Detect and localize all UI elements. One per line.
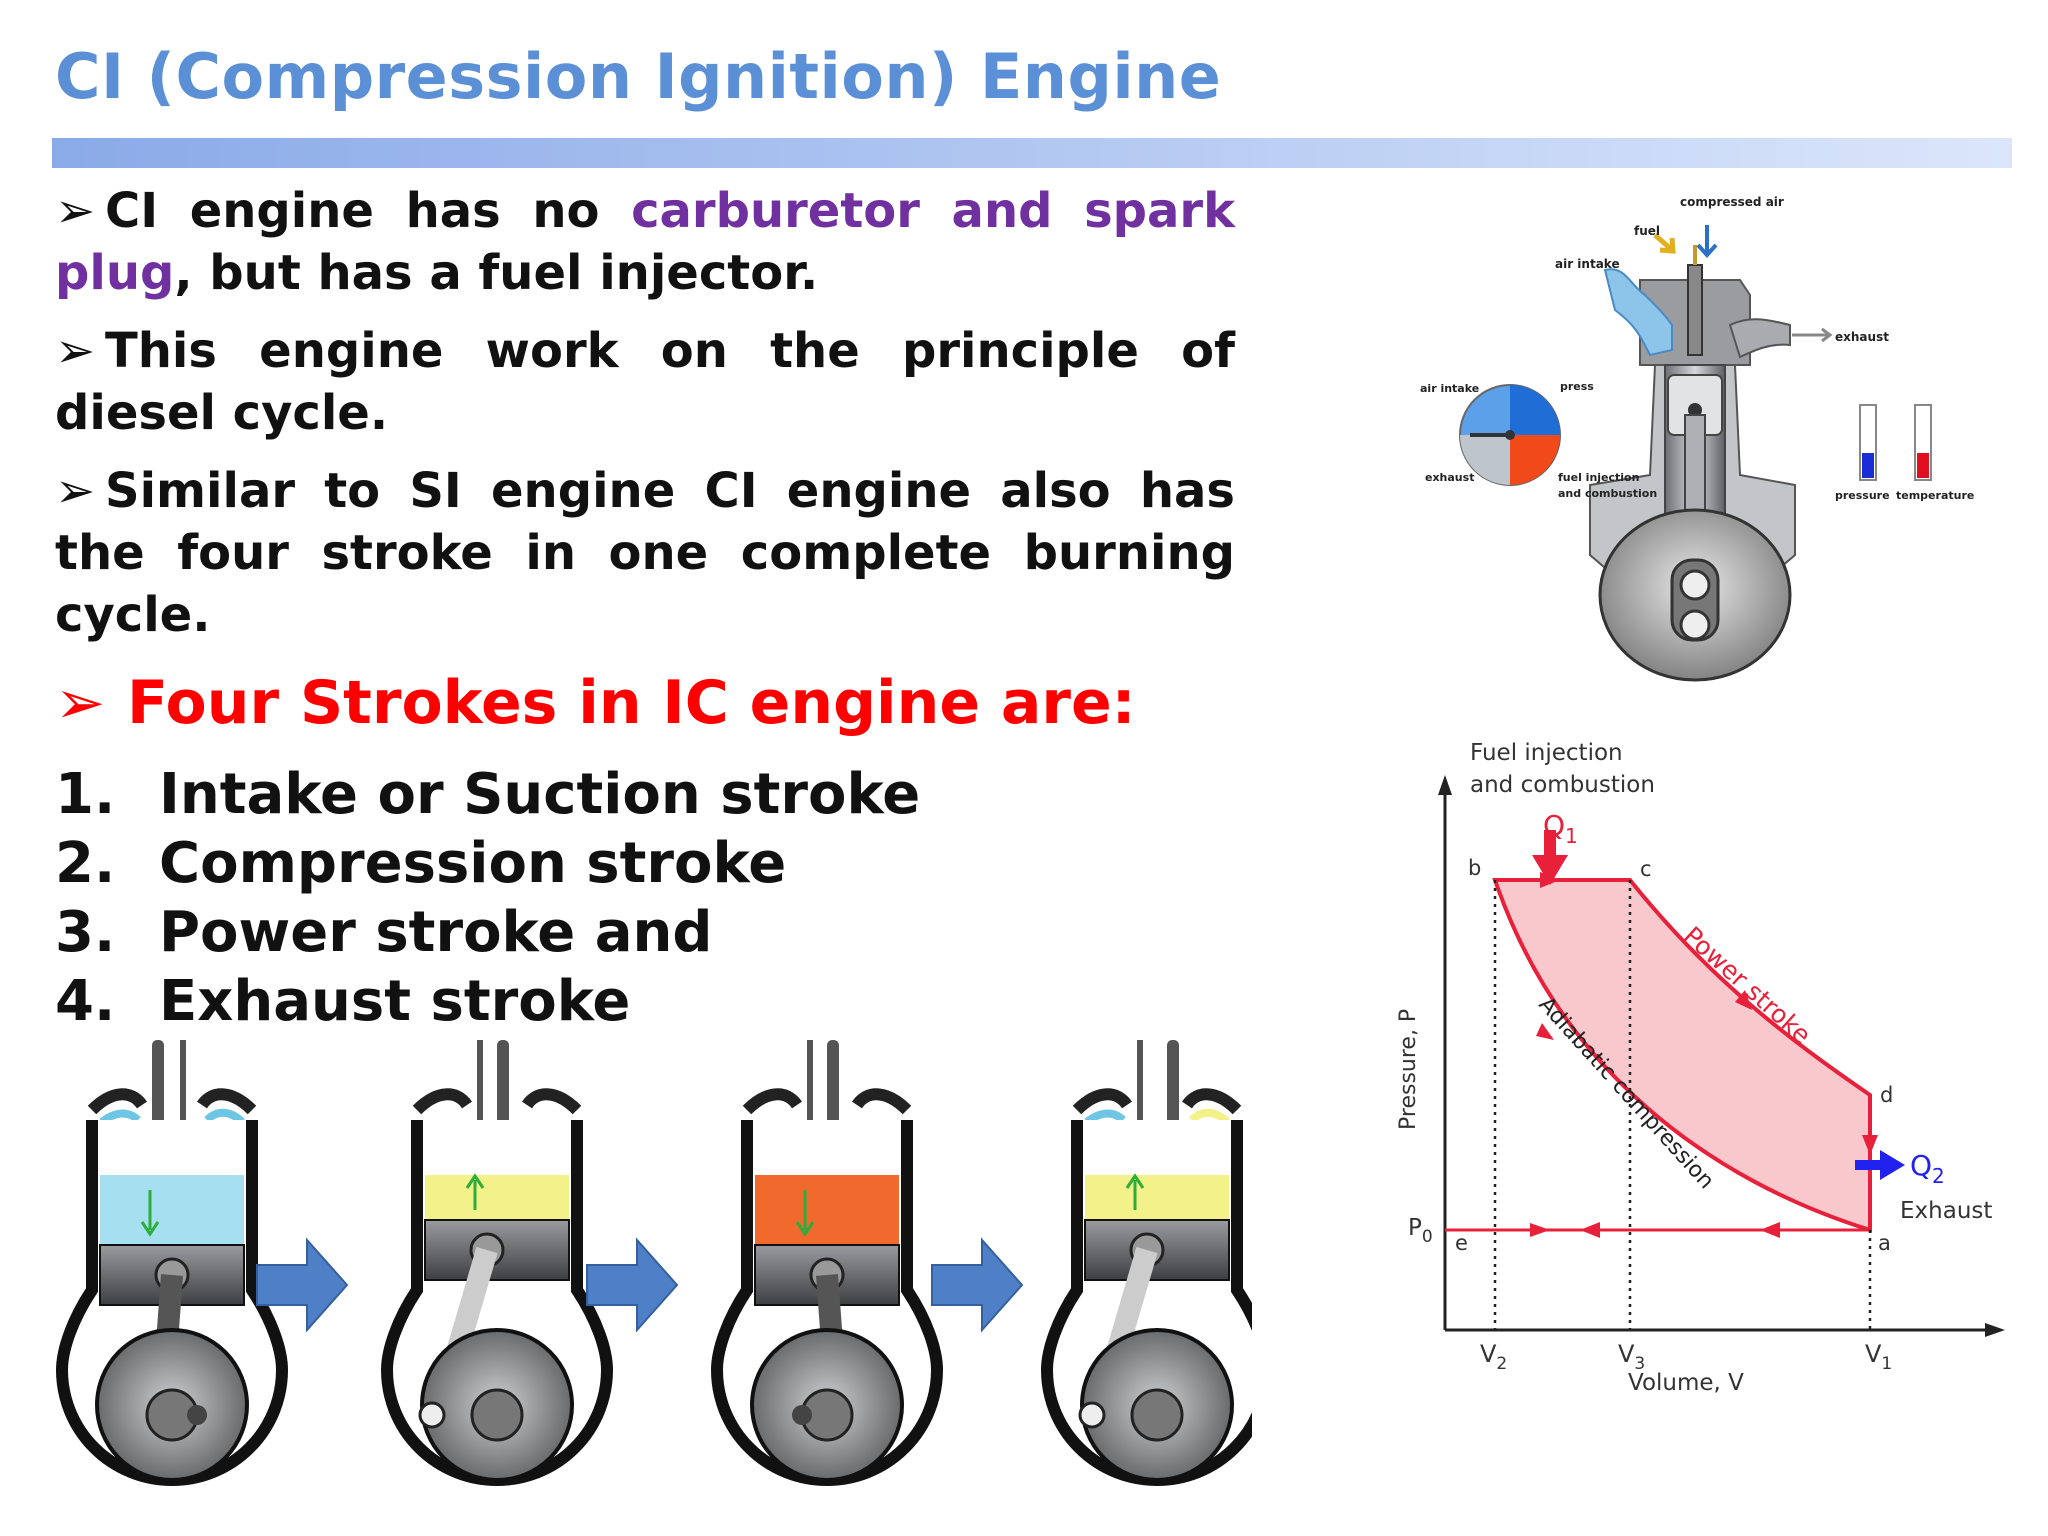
q1-label: Q1 [1543, 809, 1578, 848]
v1-label: V1 [1865, 1340, 1892, 1374]
four-stroke-sequence-diagram [55, 1040, 1252, 1486]
x-axis-label: Volume, V [1628, 1370, 1744, 1396]
y-axis-label: Pressure, P [1396, 1009, 1421, 1130]
bullet-item: ➢Similar to SI engine CI engine also has… [55, 460, 1235, 646]
list-label: Power stroke and [159, 900, 713, 965]
bullet-highlight: carburetor and spark plug [55, 183, 1235, 301]
bullet-arrow-icon: ➢ [55, 183, 96, 239]
dial-fuel-label: and combustion [1558, 487, 1657, 500]
fuel-injector [1687, 264, 1703, 356]
strokes-list: 1. Intake or Suction stroke 2. Compression… [55, 760, 920, 1036]
fuel-arrow-icon [1653, 233, 1676, 254]
power-stroke-engine-icon [710, 1040, 944, 1486]
dial-exhaust-label: exhaust [1425, 471, 1474, 484]
fuel-injection-label: and combustion [1470, 772, 1655, 798]
exhaust-stroke-engine-icon [1040, 1040, 1252, 1486]
fuel-injection-label: Fuel injection [1470, 740, 1623, 766]
direction-arrow-icon [1735, 990, 1752, 1010]
list-item: 2. Compression stroke [55, 829, 920, 898]
list-item: 4. Exhaust stroke [55, 967, 920, 1036]
cycle-dial-icon [1459, 384, 1561, 486]
exhaust-label: exhaust [1835, 330, 1889, 344]
list-item: 3. Power stroke and [55, 898, 920, 967]
temperature-label: temperature [1896, 489, 1974, 502]
title-underline-bar [52, 138, 2012, 168]
direction-arrow-icon [1536, 1023, 1554, 1040]
bullet-item: ➢This engine work on the principle of di… [55, 320, 1235, 444]
dial-press-label: press [1560, 380, 1594, 393]
list-number: 2. [55, 831, 116, 896]
v3-label: V3 [1618, 1340, 1645, 1374]
direction-arrow-icon [1760, 1222, 1780, 1238]
point-b-label: b [1468, 856, 1481, 880]
intake-stroke-engine-icon [55, 1040, 289, 1486]
list-label: Exhaust stroke [159, 969, 631, 1034]
list-number: 4. [55, 969, 116, 1034]
list-item: 1. Intake or Suction stroke [55, 760, 920, 829]
bullet-text: , but has a fuel injector. [174, 245, 819, 301]
flow-arrow-icon [256, 1237, 349, 1333]
page-title: CI (Compression Ignition) Engine [55, 40, 1222, 113]
compressed-air-label: compressed air [1680, 195, 1784, 209]
dial-fuel-label: fuel injection [1558, 471, 1639, 484]
point-a-label: a [1878, 1231, 1891, 1255]
bullet-list: ➢CI engine has no carburetor and spark p… [55, 180, 1235, 662]
exhaust-arrow-icon [1792, 327, 1833, 343]
air-intake-port [1603, 268, 1673, 357]
bullet-arrow-icon: ➢ [55, 323, 96, 379]
strokes-heading: ➢ Four Strokes in IC engine are: [55, 668, 1136, 738]
fuel-label: fuel [1634, 224, 1660, 238]
exhaust-port [1728, 318, 1791, 359]
list-number: 1. [55, 762, 116, 827]
p0-label: P0 [1408, 1215, 1433, 1247]
air-intake-label: air intake [1555, 257, 1620, 271]
list-label: Intake or Suction stroke [159, 762, 921, 827]
strokes-heading-text: Four Strokes in IC engine are: [127, 668, 1136, 738]
q2-label: Q2 [1910, 1149, 1945, 1188]
point-c-label: c [1640, 857, 1652, 881]
bullet-text: CI engine has no [105, 183, 632, 239]
list-number: 3. [55, 900, 116, 965]
direction-arrow-icon [1862, 1135, 1878, 1155]
dial-air-intake-label: air intake [1420, 382, 1479, 395]
direction-arrow-icon [1530, 1223, 1550, 1237]
engine-cross-section-diagram: compressed air fuel air intake exhaust a… [1420, 195, 1974, 682]
v2-label: V2 [1480, 1340, 1507, 1374]
compressed-air-arrow-icon [1696, 225, 1718, 258]
bullet-item: ➢CI engine has no carburetor and spark p… [55, 180, 1235, 304]
point-e-label: e [1455, 1231, 1468, 1255]
compression-stroke-engine-icon [380, 1040, 614, 1486]
bullet-text: This engine work on the principle of die… [55, 323, 1235, 441]
point-d-label: d [1880, 1083, 1893, 1107]
exhaust-label: Exhaust [1900, 1198, 1992, 1224]
heading-arrow-icon: ➢ [55, 668, 106, 738]
pressure-label: pressure [1835, 489, 1890, 502]
cycle-area [1492, 878, 1872, 1233]
bullet-arrow-icon: ➢ [55, 463, 96, 519]
list-label: Compression stroke [159, 831, 787, 896]
flow-arrow-icon [931, 1237, 1024, 1333]
bullet-text: Similar to SI engine CI engine also has … [55, 463, 1235, 643]
diesel-cycle-pv-diagram: Fuel injection and combustion Q1 Q2 Exha… [1396, 740, 2005, 1396]
flow-arrow-icon [586, 1237, 679, 1333]
direction-arrow-icon [1580, 1222, 1600, 1238]
